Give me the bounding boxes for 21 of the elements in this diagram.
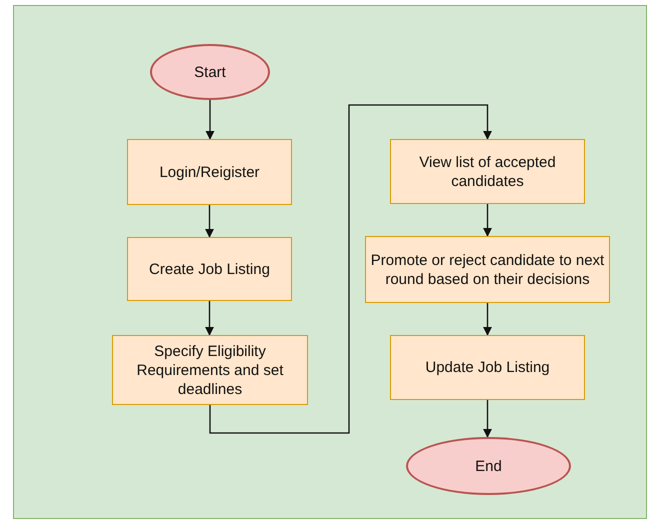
process-box [127,139,292,205]
node-text: Login/Reigister [158,162,261,182]
node-text: End [474,456,503,476]
arrow [205,100,215,140]
arrow [204,301,214,336]
node-text: Update Job Listing [424,358,551,377]
arrow [482,204,492,237]
process-box [127,237,292,301]
node-text: Promote or reject candidate to next round based on their decisions [370,250,606,288]
arrow [482,400,492,438]
process-box [390,139,585,204]
node-text: Create Job Listing [148,260,271,278]
arrow [482,303,492,336]
process-box [390,335,585,400]
arrow [209,104,492,434]
node-text: Specify Eligibility Requirements and set deadlines [136,342,284,398]
process-box [112,335,308,405]
node-text: View list of accepted candidates [418,152,557,190]
arrow [204,205,214,238]
node-text: Start [193,62,227,82]
process-box [365,236,610,303]
